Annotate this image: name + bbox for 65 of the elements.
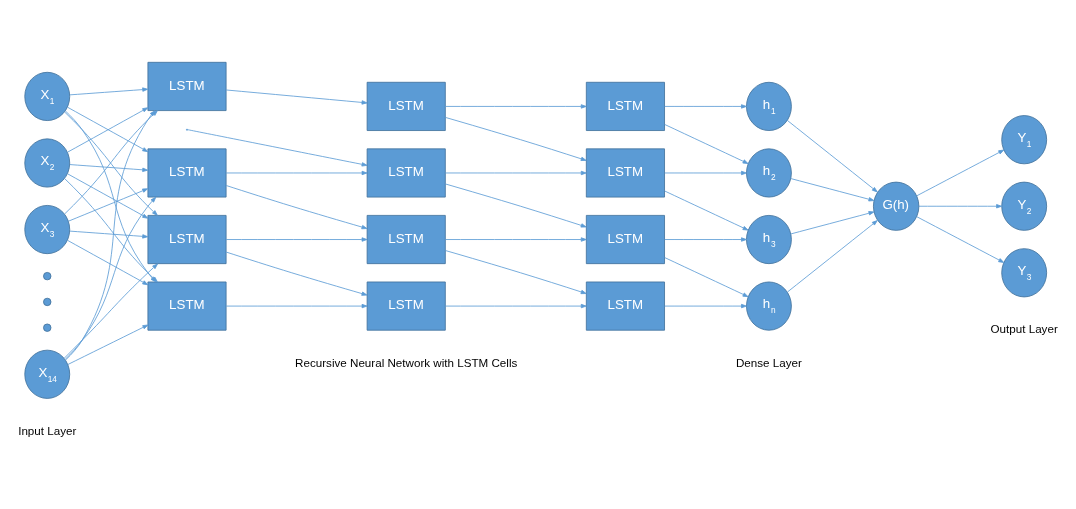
arrow bbox=[225, 170, 368, 176]
arrow bbox=[445, 117, 587, 161]
arrow bbox=[225, 185, 368, 230]
node-circle: Y$_{2}$ bbox=[1001, 181, 1048, 231]
node-box: LSTM bbox=[366, 148, 446, 198]
arrow bbox=[664, 124, 749, 164]
arrow bbox=[445, 237, 587, 242]
node-box: LSTM bbox=[147, 281, 227, 331]
arrow bbox=[664, 303, 747, 309]
arrow bbox=[787, 220, 878, 293]
node-circle: X$_{2}$ bbox=[24, 138, 71, 188]
node-circle: Y$_{3}$ bbox=[1001, 248, 1048, 298]
node-circle: Y$_{1}$ bbox=[1001, 115, 1048, 165]
node-box: LSTM bbox=[585, 81, 665, 131]
node-circle: X$_{1}$ bbox=[24, 71, 71, 121]
node-circle: h$_{n}$ bbox=[746, 281, 792, 331]
node-circle bbox=[43, 297, 52, 307]
node-circle: X$_{3}$ bbox=[24, 205, 71, 255]
arrow bbox=[69, 164, 149, 172]
node-box: LSTM bbox=[366, 81, 446, 131]
arrow bbox=[69, 230, 149, 239]
arrow bbox=[787, 120, 878, 193]
arrow bbox=[445, 303, 587, 309]
arrow bbox=[664, 104, 747, 109]
node-box: LSTM bbox=[585, 215, 665, 265]
arrow bbox=[67, 324, 149, 365]
node-circle bbox=[43, 323, 52, 332]
node-box: LSTM bbox=[585, 148, 665, 198]
node-box: LSTM bbox=[147, 61, 227, 111]
arrow bbox=[67, 239, 149, 286]
arrow bbox=[664, 257, 749, 298]
arrow bbox=[445, 250, 587, 295]
label: Dense Layer bbox=[735, 355, 802, 369]
node-circle: h$_{3}$ bbox=[746, 215, 792, 265]
arrow bbox=[790, 178, 875, 202]
arrow bbox=[187, 129, 368, 167]
arrow bbox=[67, 173, 149, 219]
arrow bbox=[69, 87, 149, 96]
node-circle bbox=[43, 271, 52, 281]
node-box: LSTM bbox=[366, 215, 446, 265]
label: Output Layer bbox=[990, 322, 1058, 336]
label: Recursive Neural Network with LSTM Cells bbox=[295, 355, 518, 369]
arrow bbox=[790, 211, 875, 235]
node-box: LSTM bbox=[147, 215, 227, 265]
arrow bbox=[225, 251, 368, 296]
label: Input Layer bbox=[18, 423, 77, 437]
arrow bbox=[225, 89, 368, 105]
arrow bbox=[916, 149, 1005, 197]
node-box: LSTM bbox=[147, 148, 227, 198]
node-circle: h$_{2}$ bbox=[746, 148, 792, 198]
node-circle: X$_{14}$ bbox=[24, 349, 71, 399]
arrow bbox=[68, 188, 149, 222]
arrow bbox=[225, 303, 368, 309]
arrow bbox=[445, 104, 587, 109]
arrow bbox=[916, 216, 1005, 263]
arrow bbox=[918, 204, 1002, 209]
node-box: LSTM bbox=[366, 281, 446, 331]
arrow bbox=[225, 237, 368, 242]
arrow bbox=[445, 170, 587, 176]
node-box: LSTM bbox=[585, 281, 665, 331]
node-circle: h$_{1}$ bbox=[746, 81, 792, 131]
arrow bbox=[664, 190, 749, 231]
arrow bbox=[445, 183, 587, 228]
arrow bbox=[664, 237, 747, 242]
arrow bbox=[664, 170, 747, 176]
